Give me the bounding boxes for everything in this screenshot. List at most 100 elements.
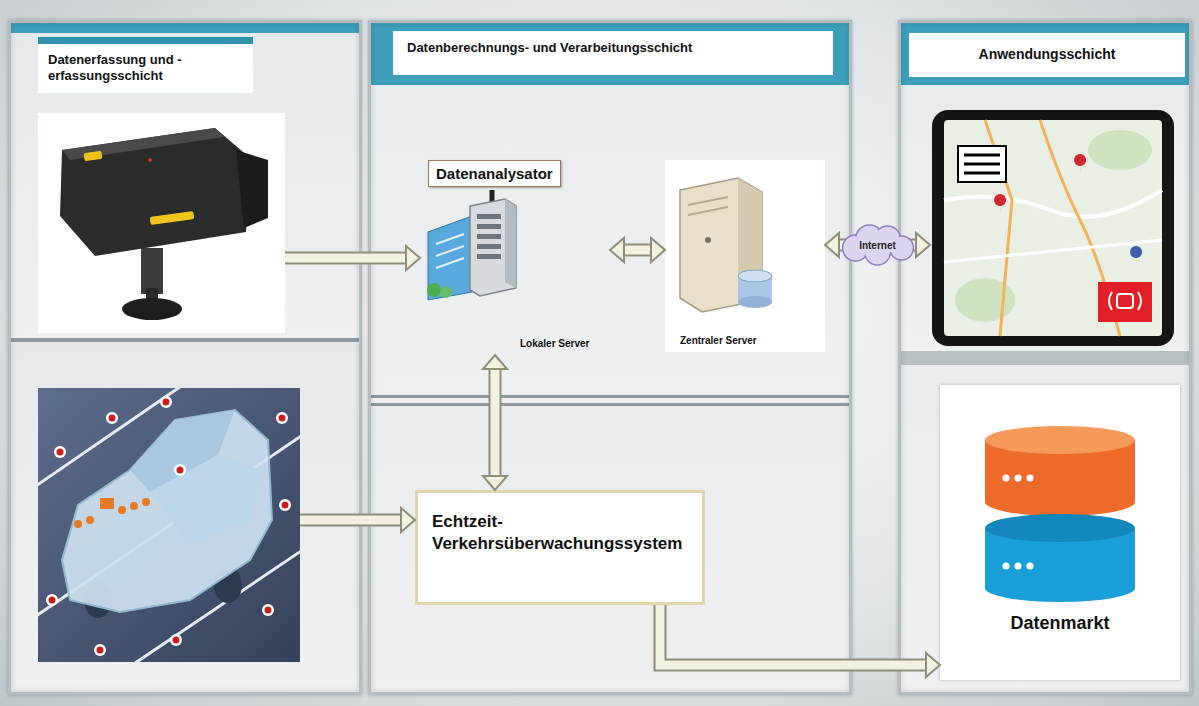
cloud-symbol	[890, 236, 914, 260]
vehicle-panel	[38, 388, 300, 662]
phone-illustration	[985, 120, 1012, 336]
database-icon	[985, 426, 1135, 602]
edge-label: Internet	[856, 239, 899, 252]
local-server-icon	[477, 254, 501, 259]
phone-illustration	[944, 120, 1162, 336]
phone-illustration	[1098, 282, 1152, 322]
cloud-symbol	[843, 235, 869, 261]
car-illustration	[94, 644, 106, 656]
flow-arrow	[660, 605, 926, 665]
phone-illustration	[944, 240, 1162, 262]
car-illustration	[109, 415, 116, 422]
central-server-icon	[705, 237, 711, 243]
flow-arrow	[916, 233, 930, 257]
car-illustration	[86, 516, 94, 524]
car-illustration	[163, 399, 170, 406]
central-server-icon	[688, 207, 728, 215]
car-illustration	[130, 410, 235, 492]
local-server-icon	[428, 216, 472, 300]
phone-illustration	[1109, 292, 1112, 310]
car-illustration	[97, 647, 104, 654]
local-server-icon	[436, 246, 464, 256]
phone-illustration	[1074, 154, 1086, 176]
flow-arrow	[610, 238, 624, 262]
local-server-icon	[436, 258, 464, 268]
flow-arrow	[651, 238, 665, 262]
flow-arrow	[825, 233, 930, 257]
flow-arrow	[624, 244, 651, 257]
car-illustration	[160, 396, 172, 408]
local-server-icon	[477, 224, 501, 229]
camera-illustration	[62, 128, 224, 160]
car-illustration	[110, 545, 300, 662]
flow-arrow	[491, 369, 500, 476]
flow-arrow	[300, 508, 415, 532]
flow-arrow	[839, 241, 916, 250]
central-server-icon	[688, 197, 728, 205]
database-icon	[1003, 563, 1010, 570]
car-illustration	[38, 388, 190, 490]
flow-arrow	[926, 653, 940, 677]
layer-heading: Datenerfassung und - erfassungsschicht	[38, 37, 253, 93]
car-illustration	[174, 464, 186, 476]
central-server-icon	[680, 178, 772, 312]
car-illustration	[142, 498, 150, 506]
flow-arrow	[660, 605, 926, 665]
layer-heading: Anwendungsschicht	[909, 33, 1185, 77]
flow-arrow	[624, 246, 651, 255]
database-icon	[1027, 475, 1034, 482]
car-illustration	[173, 637, 180, 644]
phone-illustration	[1040, 120, 1120, 336]
process-box: Echtzeit-Verkehrsüberwachungssystem	[415, 490, 705, 605]
phone-illustration	[964, 154, 1000, 157]
database-icon	[985, 488, 1135, 516]
local-server-icon	[436, 234, 464, 244]
camera-illustration	[141, 248, 163, 294]
flow-arrow	[285, 246, 420, 270]
central-server-icon	[738, 276, 772, 302]
database-icon	[1003, 475, 1010, 482]
car-illustration	[100, 498, 114, 509]
local-server-icon	[477, 244, 501, 249]
cloud-symbol	[876, 228, 899, 251]
cloud-symbol	[857, 227, 882, 252]
car-illustration	[170, 634, 182, 646]
car-illustration	[46, 594, 58, 606]
layer-panel: AnwendungsschichtDatenmarkt	[898, 20, 1192, 695]
server-label: Zentraler Server	[680, 335, 757, 346]
central-server-icon	[738, 178, 762, 300]
car-illustration	[84, 582, 112, 618]
phone-panel	[930, 108, 1175, 348]
phone-illustration	[1117, 294, 1133, 308]
flow-arrow	[825, 233, 839, 257]
label-box: Datenanalysator	[428, 160, 561, 187]
layer-heading: Datenberechnungs- und Verarbeitungsschic…	[393, 31, 833, 75]
cloud-symbol	[844, 237, 867, 260]
car-illustration	[214, 567, 242, 603]
flow-arrow	[483, 355, 507, 369]
car-illustration	[74, 520, 82, 528]
car-illustration	[262, 604, 274, 616]
local-server-icon	[477, 234, 501, 239]
flow-arrow	[300, 514, 401, 527]
flow-arrow	[401, 508, 415, 532]
car-illustration	[38, 430, 300, 620]
car-illustration	[279, 415, 286, 422]
camera-illustration	[60, 128, 268, 320]
server-label: Lokaler Server	[520, 338, 590, 349]
flow-arrow	[285, 254, 406, 263]
phone-illustration	[1138, 292, 1141, 310]
cloud-symbol	[843, 225, 914, 265]
flow-arrow	[483, 355, 507, 490]
database-icon	[1015, 475, 1022, 482]
database-icon	[985, 440, 1135, 502]
car-illustration	[282, 502, 289, 509]
cloud-symbol	[865, 239, 891, 265]
phone-illustration	[932, 110, 1174, 346]
camera-illustration	[60, 128, 250, 256]
flow-arrow	[406, 246, 420, 270]
camera-illustration	[146, 288, 158, 308]
camera-illustration	[84, 151, 103, 161]
central-server-icon	[738, 270, 772, 282]
database-icon	[985, 574, 1135, 602]
